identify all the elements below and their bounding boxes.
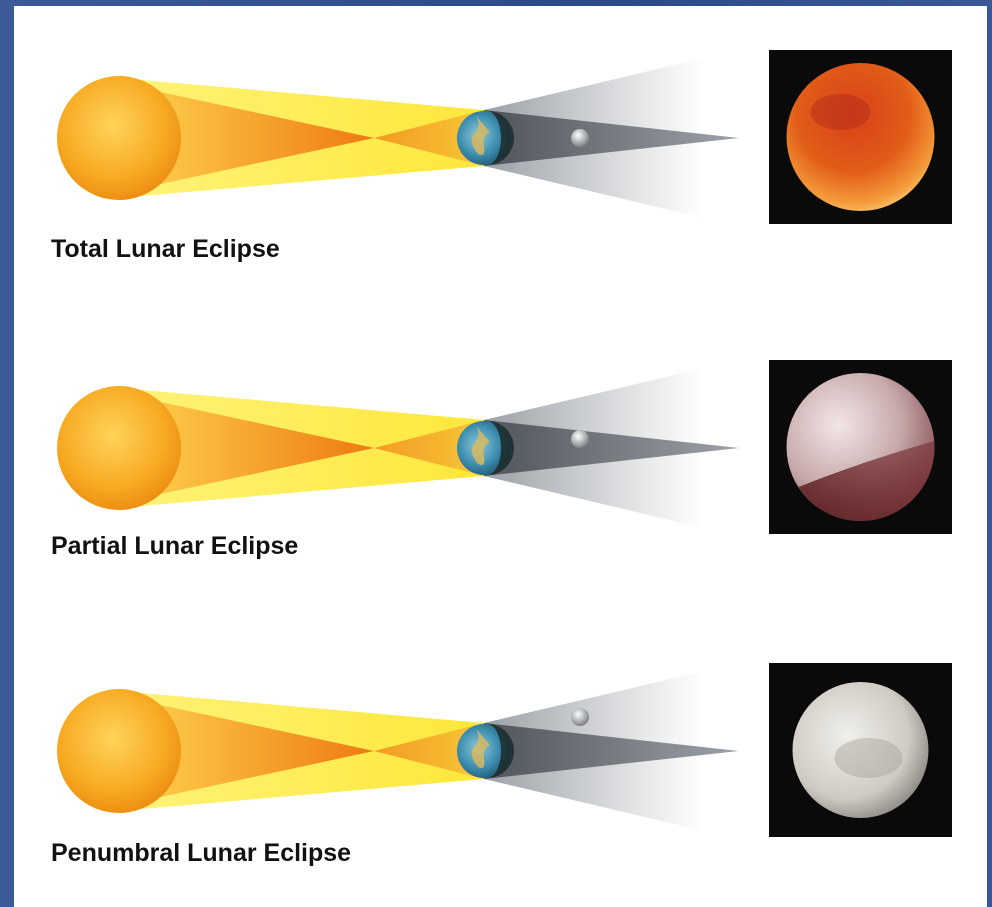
sun-icon: [57, 689, 181, 813]
eclipse-diagram: [14, 6, 987, 907]
moon-crater-shading: [811, 94, 871, 130]
partial-panel: [57, 360, 952, 534]
partial-lunar-eclipse-label: Partial Lunar Eclipse: [51, 532, 298, 561]
total-panel: [57, 50, 952, 224]
total-eclipse-moon-photo: [787, 63, 935, 211]
moon-maria-shading: [835, 738, 903, 778]
diagram-frame: Total Lunar Eclipse Partial Lunar Eclips…: [14, 6, 987, 907]
penumbral-panel: [57, 663, 952, 837]
small-moon-icon: [571, 430, 589, 448]
small-moon-icon: [571, 129, 589, 147]
sun-icon: [57, 76, 181, 200]
sun-icon: [57, 386, 181, 510]
penumbral-lunar-eclipse-label: Penumbral Lunar Eclipse: [51, 839, 351, 868]
small-moon-icon: [571, 708, 589, 726]
total-lunar-eclipse-label: Total Lunar Eclipse: [51, 235, 280, 264]
